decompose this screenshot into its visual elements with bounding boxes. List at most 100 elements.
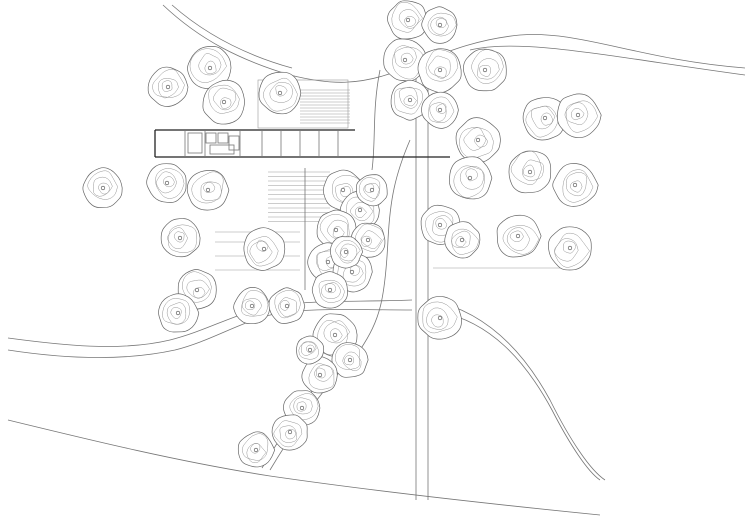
tree-contour bbox=[463, 127, 487, 151]
contour-line-south bbox=[7, 419, 601, 516]
tree-trunk bbox=[205, 187, 211, 193]
tree-contour bbox=[453, 165, 485, 198]
tree-trunk bbox=[347, 357, 353, 363]
tree-trunk bbox=[165, 84, 171, 90]
tree-contour bbox=[204, 60, 217, 75]
tree-contour bbox=[431, 314, 444, 328]
tree-contour bbox=[554, 232, 590, 268]
tree-contour bbox=[477, 58, 500, 80]
tree-trunk bbox=[164, 180, 170, 186]
tree bbox=[383, 38, 428, 82]
tree-contour bbox=[186, 279, 210, 299]
tree-contour bbox=[249, 240, 273, 264]
tree-trunk bbox=[299, 405, 305, 411]
tree-contour bbox=[344, 355, 355, 366]
tree-contour bbox=[263, 77, 298, 112]
tree-trunk bbox=[207, 65, 213, 71]
tree bbox=[243, 227, 286, 271]
tree-contour bbox=[523, 164, 535, 178]
tree bbox=[258, 71, 302, 115]
tree-trunk bbox=[437, 107, 443, 113]
tree bbox=[417, 296, 462, 340]
tree-contour bbox=[330, 328, 343, 342]
tree-contour bbox=[208, 84, 240, 114]
tree-contour bbox=[275, 85, 288, 97]
tree-contour bbox=[152, 68, 185, 98]
path-east-lower bbox=[439, 311, 601, 481]
tree-contour bbox=[398, 9, 420, 29]
tree-contour bbox=[506, 227, 531, 251]
tree-trunk bbox=[284, 303, 290, 309]
tree-trunk bbox=[357, 207, 363, 213]
tree-contour bbox=[289, 393, 319, 421]
tree-contour bbox=[168, 224, 198, 254]
tree-trunk bbox=[405, 17, 411, 23]
tree bbox=[548, 226, 592, 271]
tree-contour bbox=[429, 102, 447, 122]
tree-trunk bbox=[333, 227, 339, 233]
tree-trunk bbox=[407, 97, 413, 103]
tree-contour bbox=[87, 170, 118, 200]
tree bbox=[522, 97, 567, 141]
tree-contour bbox=[161, 80, 173, 92]
tree-trunk bbox=[349, 269, 355, 275]
tree bbox=[417, 48, 462, 93]
tree-trunk bbox=[567, 245, 573, 251]
tree-contour bbox=[509, 230, 524, 242]
tree bbox=[237, 431, 276, 468]
tree-contour bbox=[502, 225, 540, 255]
tree-contour bbox=[321, 282, 342, 299]
tree-contour bbox=[398, 86, 418, 109]
tree-contour bbox=[323, 320, 351, 344]
tree-contour bbox=[166, 302, 187, 325]
tree-contour bbox=[314, 364, 334, 382]
tree bbox=[330, 236, 363, 269]
tree-contour bbox=[455, 236, 467, 248]
tree-contour bbox=[360, 230, 382, 250]
room-fixture-b bbox=[217, 132, 229, 144]
tree-trunk bbox=[437, 315, 443, 321]
tree-contour bbox=[554, 238, 579, 262]
tree-contour bbox=[241, 298, 263, 316]
room-fixture-a bbox=[205, 132, 217, 144]
tree bbox=[557, 93, 602, 139]
tree-contour bbox=[427, 12, 457, 37]
tree-contour bbox=[361, 235, 372, 247]
tree bbox=[449, 156, 493, 200]
tree-contour bbox=[324, 283, 337, 294]
tree-contour bbox=[531, 105, 556, 130]
tree-contour bbox=[163, 176, 175, 188]
tree-contour bbox=[459, 127, 494, 159]
tree-contour bbox=[434, 66, 447, 79]
tree-contour bbox=[340, 247, 349, 258]
tree-contour bbox=[474, 134, 488, 148]
tree bbox=[160, 218, 201, 258]
tree-contour bbox=[404, 16, 417, 28]
tree bbox=[496, 214, 542, 258]
tree-contour bbox=[293, 397, 313, 415]
structural-bays bbox=[184, 130, 339, 157]
tree-contour bbox=[355, 206, 367, 218]
tree-trunk bbox=[307, 347, 313, 353]
tree bbox=[421, 91, 459, 129]
tree-contour bbox=[394, 45, 417, 69]
tree bbox=[296, 335, 325, 365]
tree-contour bbox=[298, 341, 319, 360]
tree-contour bbox=[158, 78, 179, 99]
tree-contour bbox=[426, 307, 449, 330]
tree-trunk bbox=[437, 222, 443, 228]
tree-contour bbox=[273, 420, 303, 448]
tree-contour bbox=[435, 103, 447, 114]
tree-trunk bbox=[575, 112, 581, 118]
tree bbox=[233, 287, 271, 325]
tree-contour bbox=[285, 428, 297, 440]
tree bbox=[202, 79, 246, 125]
tree-contour bbox=[451, 228, 480, 255]
tree bbox=[311, 271, 348, 309]
tree-contour bbox=[425, 49, 459, 82]
tree bbox=[147, 66, 189, 107]
tree-contour bbox=[540, 112, 553, 126]
tree-trunk bbox=[482, 67, 488, 73]
tree-contour bbox=[564, 102, 589, 125]
tree-contour bbox=[296, 401, 307, 412]
